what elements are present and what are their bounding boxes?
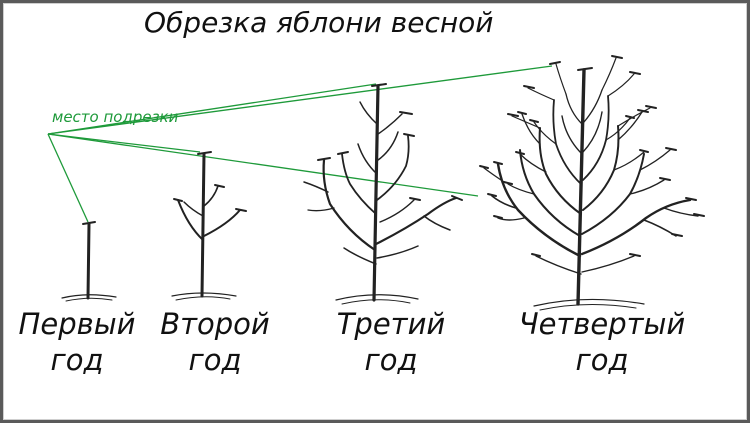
pointer-line-year1 bbox=[47, 133, 89, 223]
year-1-line2: год bbox=[50, 343, 104, 377]
pointer-line-year3b bbox=[47, 133, 479, 197]
tree-year-1 bbox=[61, 221, 117, 302]
year-1-label: Первый год bbox=[14, 306, 140, 378]
year-2-label: Второй год bbox=[152, 306, 278, 378]
year-3-label: Третий год bbox=[328, 306, 454, 378]
pointer-line-year4 bbox=[47, 65, 553, 135]
year-4-line2: год bbox=[575, 343, 629, 377]
tree-year-3 bbox=[303, 83, 463, 305]
year-4-label: Четвертый год bbox=[502, 306, 702, 378]
diagram-title: Обрезка яблони весной bbox=[144, 6, 494, 39]
pruning-point-label: место подрезки bbox=[52, 108, 179, 126]
year-4-line1: Четвертый bbox=[518, 307, 686, 341]
year-3-line1: Третий bbox=[336, 307, 446, 341]
year-2-line1: Второй bbox=[160, 307, 270, 341]
diagram-canvas: Обрезка яблони весной место подрезки bbox=[3, 3, 747, 420]
year-1-line1: Первый bbox=[18, 307, 136, 341]
year-2-line2: год bbox=[188, 343, 242, 377]
tree-year-4 bbox=[479, 55, 705, 311]
trees-illustration bbox=[47, 55, 705, 311]
pointer-lines bbox=[47, 65, 553, 223]
year-3-line2: год bbox=[364, 343, 418, 377]
tree-year-2 bbox=[171, 151, 247, 301]
pointer-line-year3 bbox=[47, 83, 377, 135]
